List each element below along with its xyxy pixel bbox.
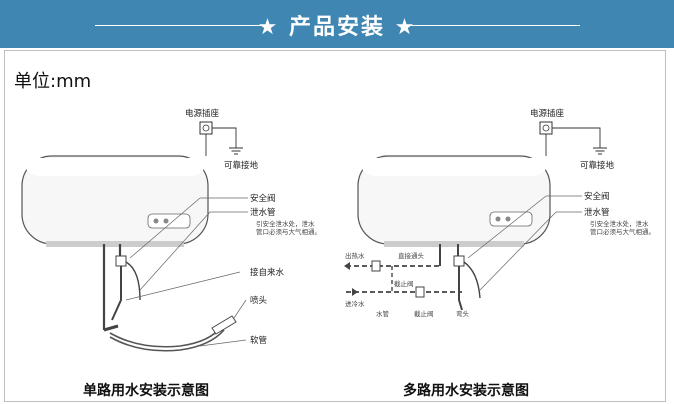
label-tap-water-inlet: 接自来水 bbox=[250, 267, 285, 278]
hose bbox=[109, 325, 223, 348]
header-decor-line-left bbox=[95, 25, 265, 26]
multi-path-diagram: 电源插座 可靠接地 出热水 直接通头 截止阀 bbox=[344, 108, 655, 318]
section-header-bar: ★ 产品安装 ★ bbox=[0, 0, 674, 48]
caption-single-path: 单路用水安装示意图 bbox=[83, 383, 209, 399]
drain-pipe bbox=[125, 261, 141, 301]
label-drain-note-1: 引安全泄水处，泄水 bbox=[256, 219, 315, 228]
label-ground: 可靠接地 bbox=[580, 160, 615, 171]
caption-multi-path: 多路用水安装示意图 bbox=[403, 383, 529, 399]
label-drain-pipe: 泄水管 bbox=[250, 207, 276, 218]
label-ground: 可靠接地 bbox=[224, 160, 259, 171]
power-socket-icon bbox=[199, 121, 213, 135]
label-nozzle: 喷头 bbox=[250, 295, 268, 306]
label-direct-joint: 直接通头 bbox=[398, 251, 425, 260]
unit-label: 单位:mm bbox=[14, 71, 92, 92]
label-drain-note-1: 引安全泄水处，泄水 bbox=[590, 219, 649, 228]
section-title: ★ 产品安装 ★ bbox=[257, 15, 417, 40]
label-cold-water-in: 进冷水 bbox=[345, 299, 365, 308]
label-safety-valve: 安全阀 bbox=[584, 191, 610, 202]
control-panel bbox=[147, 213, 191, 229]
stop-valve-icon bbox=[371, 260, 381, 272]
safety-valve-icon bbox=[115, 255, 127, 267]
safety-valve-icon bbox=[453, 255, 465, 267]
label-safety-valve: 安全阀 bbox=[250, 193, 276, 204]
label-water-pipe: 水管 bbox=[376, 309, 390, 318]
mixing-valve bbox=[103, 324, 119, 332]
ground-icon bbox=[229, 147, 243, 155]
label-elbow: 弯头 bbox=[456, 309, 470, 318]
label-drain-pipe: 泄水管 bbox=[584, 207, 610, 218]
label-power-socket: 电源插座 bbox=[530, 108, 565, 119]
label-hose: 软管 bbox=[250, 335, 267, 346]
label-stop-valve-bottom: 截止阀 bbox=[414, 309, 434, 318]
label-stop-valve-top: 截止阀 bbox=[394, 279, 414, 288]
stop-valve-icon bbox=[415, 286, 425, 298]
label-hot-water-out: 出热水 bbox=[345, 251, 365, 260]
label-drain-note-2: 管口必须与大气相通。 bbox=[256, 227, 321, 236]
single-path-diagram: 电源插座 可靠接地 安全阀 bbox=[21, 108, 321, 352]
label-drain-note-2: 管口必须与大气相通。 bbox=[590, 227, 655, 236]
power-socket-icon bbox=[539, 121, 553, 135]
drain-pipe bbox=[463, 261, 481, 299]
header-decor-line-right bbox=[410, 25, 580, 26]
ground-icon bbox=[593, 147, 607, 155]
shower-nozzle-icon bbox=[211, 315, 237, 335]
label-power-socket: 电源插座 bbox=[185, 108, 220, 119]
